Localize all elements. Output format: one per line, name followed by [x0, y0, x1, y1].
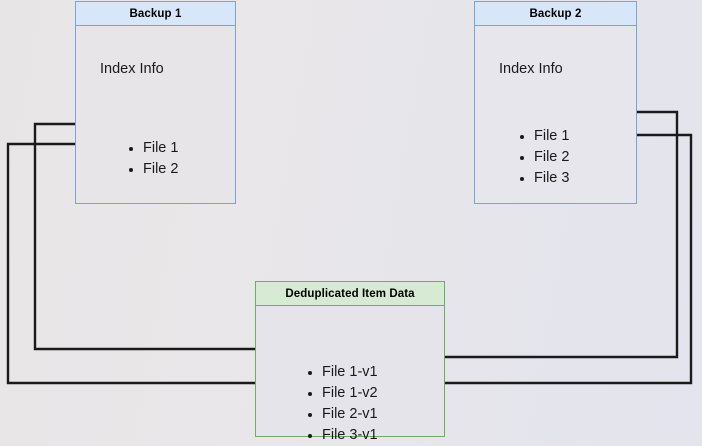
node-backup-1[interactable]: Backup 1 Index Info File 1 File 2 [75, 1, 236, 204]
node-backup-1-body: Index Info File 1 File 2 [75, 26, 236, 204]
node-deduplicated-item-data[interactable]: Deduplicated Item Data File 1-v1 File 1-… [255, 281, 445, 443]
list-item[interactable]: File 1 [128, 138, 178, 159]
backup-2-index-info-label: Index Info [499, 61, 563, 77]
list-item[interactable]: File 3-v1 [307, 425, 378, 446]
node-deduplicated-item-data-body: File 1-v1 File 1-v2 File 2-v1 File 3-v1 [255, 306, 445, 443]
backup-1-file-list: File 1 File 2 [128, 138, 178, 180]
node-backup-2-title: Backup 2 [474, 1, 637, 26]
backup-2-file-list: File 1 File 2 File 3 [519, 126, 569, 189]
node-backup-2[interactable]: Backup 2 Index Info File 1 File 2 File 3 [474, 1, 637, 204]
deduplicated-file-list: File 1-v1 File 1-v2 File 2-v1 File 3-v1 [307, 362, 378, 446]
list-item[interactable]: File 1 [519, 126, 569, 147]
node-deduplicated-item-data-title: Deduplicated Item Data [255, 281, 445, 306]
list-item[interactable]: File 2-v1 [307, 404, 378, 425]
list-item[interactable]: File 2 [128, 159, 178, 180]
list-item[interactable]: File 3 [519, 168, 569, 189]
node-backup-1-title: Backup 1 [75, 1, 236, 26]
list-item[interactable]: File 2 [519, 147, 569, 168]
list-item[interactable]: File 1-v1 [307, 362, 378, 383]
node-backup-2-body: Index Info File 1 File 2 File 3 [474, 26, 637, 204]
list-item[interactable]: File 1-v2 [307, 383, 378, 404]
backup-1-index-info-label: Index Info [100, 61, 164, 77]
